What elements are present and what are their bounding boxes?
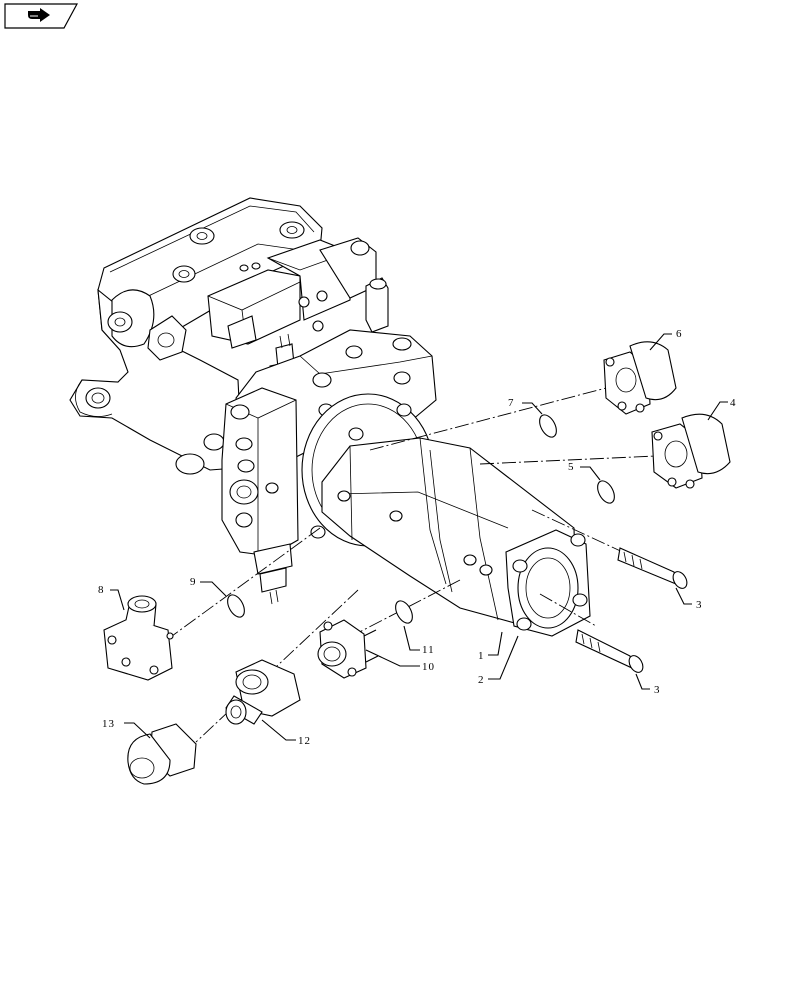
- gear-pump-body: [301, 393, 591, 637]
- callout-4: 4: [730, 397, 737, 409]
- part-10-flange-fitting: [317, 619, 379, 679]
- nav-tab-shape: [4, 3, 79, 29]
- back-navigation-tab[interactable]: [4, 3, 79, 29]
- part-3-bolt-lower: [575, 629, 644, 673]
- callout-leaders: [110, 333, 728, 741]
- callout-1: 1: [478, 650, 485, 662]
- part-13-cap: [127, 723, 197, 785]
- part-7-o-ring: [539, 414, 557, 438]
- part-12-tee-fitting: [225, 659, 301, 725]
- part-4-flange-fitting: [651, 413, 731, 489]
- callout-13: 13: [102, 718, 115, 730]
- part-6-flange-fitting: [603, 341, 677, 415]
- callout-9: 9: [190, 576, 197, 588]
- callout-7: 7: [508, 397, 515, 409]
- callout-10: 10: [422, 661, 435, 673]
- callout-8: 8: [98, 584, 105, 596]
- part-3-bolt-upper: [617, 547, 688, 589]
- part-8-elbow-fitting: [103, 595, 174, 681]
- callout-3-upper: 3: [696, 599, 703, 611]
- callout-11: 11: [422, 644, 435, 656]
- callout-2: 2: [478, 674, 485, 686]
- callout-3-lower: 3: [654, 684, 661, 696]
- callout-12: 12: [298, 735, 311, 747]
- callout-labels: 6 4 7 5 9 8 11 10 12 13 1 2 3 3: [98, 328, 737, 747]
- callout-6: 6: [676, 328, 683, 340]
- part-11-o-ring: [395, 600, 413, 624]
- arrow-right-icon: [28, 8, 50, 22]
- part-5-o-ring: [597, 480, 615, 504]
- part-9-o-ring: [227, 594, 245, 618]
- callout-5: 5: [568, 461, 575, 473]
